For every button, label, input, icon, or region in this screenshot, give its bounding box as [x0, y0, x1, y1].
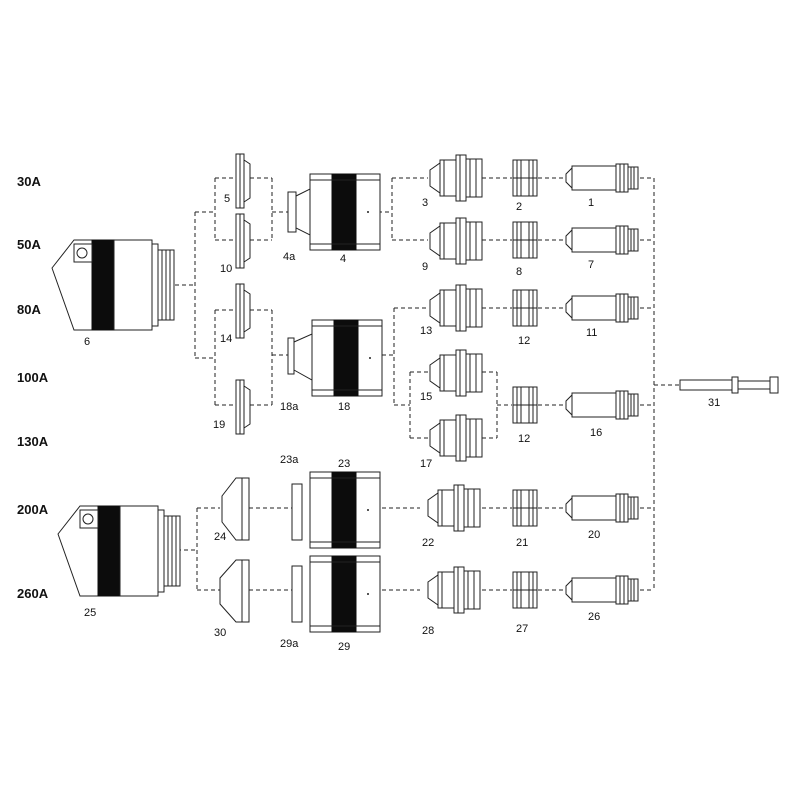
label-29: 29 [338, 641, 350, 653]
retaining-cap-29 [309, 555, 381, 633]
electrode-1 [565, 163, 639, 193]
shield-30-shape [219, 559, 250, 623]
label-19: 19 [213, 419, 225, 431]
label-8: 8 [516, 266, 522, 278]
electrode-11 [565, 293, 639, 323]
label-18a: 18a [280, 401, 299, 413]
electrode-7 [565, 225, 639, 255]
label-30: 30 [214, 627, 226, 639]
label-18: 18 [338, 401, 350, 413]
label-7: 7 [588, 259, 594, 271]
swirl-ring-27 [512, 571, 538, 609]
label-12-bottom: 12 [518, 433, 530, 445]
label-13: 13 [420, 325, 432, 337]
ring-14 [235, 283, 251, 339]
label-29a: 29a [280, 638, 299, 650]
amperage-50a: 50A [17, 237, 41, 252]
shield-cap-6 [51, 239, 175, 331]
ring-19 [235, 379, 251, 435]
amperage-200a: 200A [17, 502, 49, 517]
label-2: 2 [516, 201, 522, 213]
amperage-30a: 30A [17, 174, 41, 189]
amperage-130a: 130A [17, 434, 49, 449]
label-16: 16 [590, 427, 602, 439]
ring-5 [235, 153, 251, 209]
ring-29a-shape [291, 565, 303, 623]
electrode-26 [565, 575, 639, 605]
amperage-100a: 100A [17, 370, 49, 385]
nozzle-15 [429, 349, 483, 397]
nozzle-9 [429, 217, 483, 265]
label-5: 5 [224, 193, 230, 205]
ring-18a-shape [287, 333, 313, 381]
swirl-ring-8 [512, 221, 538, 259]
amperage-80a: 80A [17, 302, 41, 317]
label-27: 27 [516, 623, 528, 635]
label-22: 22 [422, 537, 434, 549]
label-24: 24 [214, 531, 226, 543]
label-31: 31 [708, 397, 720, 409]
label-21: 21 [516, 537, 528, 549]
ring-10 [235, 213, 251, 269]
retaining-cap-18 [311, 319, 383, 397]
retaining-cap-23 [309, 471, 381, 549]
label-26: 26 [588, 611, 600, 623]
electrode-16 [565, 390, 639, 420]
ring-4a-shape [287, 187, 313, 237]
label-14: 14 [220, 333, 232, 345]
swirl-ring-12-bottom [512, 386, 538, 424]
label-23: 23 [338, 458, 350, 470]
label-4: 4 [340, 253, 346, 265]
nozzle-17 [429, 414, 483, 462]
label-12-top: 12 [518, 335, 530, 347]
swirl-ring-21 [512, 489, 538, 527]
label-9: 9 [422, 261, 428, 273]
label-20: 20 [588, 529, 600, 541]
label-10: 10 [220, 263, 232, 275]
amperage-260a: 260A [17, 586, 49, 601]
shield-24-shape [221, 477, 250, 541]
label-4a: 4a [283, 251, 296, 263]
label-1: 1 [588, 197, 594, 209]
label-25: 25 [84, 607, 96, 619]
swirl-ring-12-top [512, 289, 538, 327]
swirl-ring-2 [512, 159, 538, 197]
nozzle-22 [427, 484, 481, 532]
nozzle-13 [429, 284, 483, 332]
nozzle-3 [429, 154, 483, 202]
ring-23a-shape [291, 483, 303, 541]
label-23a: 23a [280, 454, 299, 466]
label-3: 3 [422, 197, 428, 209]
label-11: 11 [586, 327, 597, 339]
retaining-cap-4 [309, 173, 381, 251]
shield-cap-25 [57, 505, 181, 597]
nozzle-28 [427, 566, 481, 614]
label-17: 17 [420, 458, 432, 470]
tool-31-shape [679, 376, 779, 394]
electrode-20 [565, 493, 639, 523]
label-6: 6 [84, 336, 90, 348]
label-28: 28 [422, 625, 434, 637]
label-15: 15 [420, 391, 432, 403]
